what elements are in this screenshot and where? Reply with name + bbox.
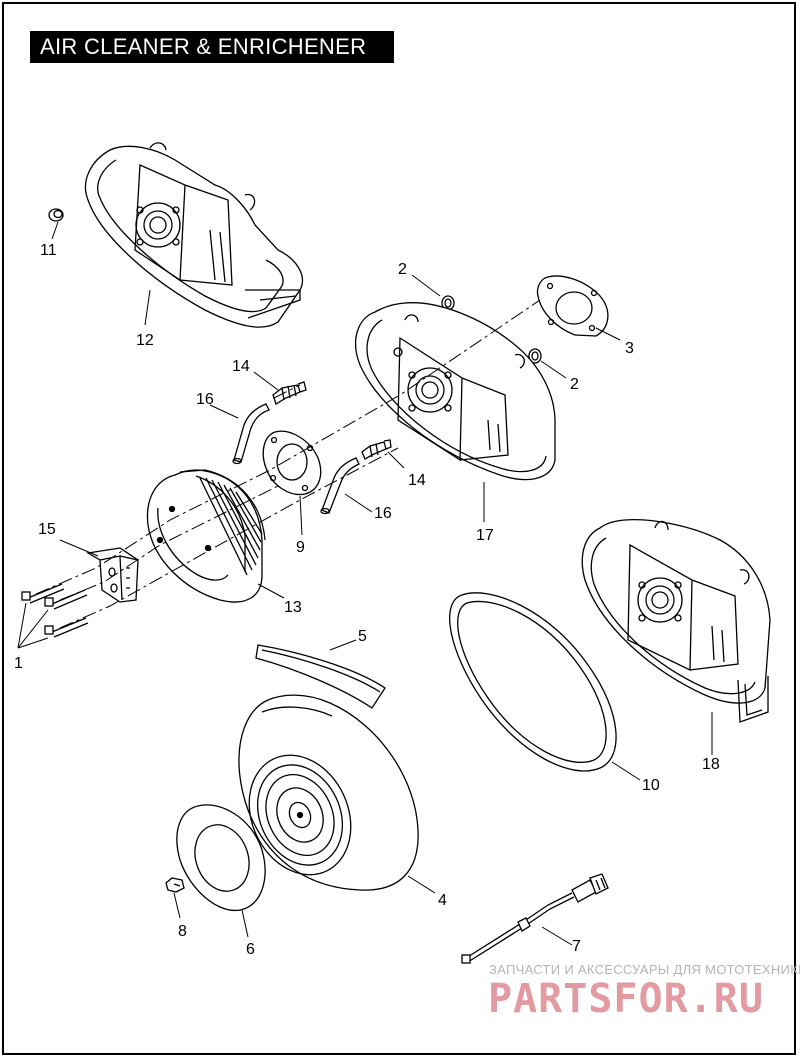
callout-labels: 11 12 2 3 2 14 16 14 16 17 9 15 13 1 5 1… <box>14 242 720 958</box>
callout-17: 17 <box>476 527 494 544</box>
part-13-filter-element <box>146 469 266 603</box>
part-4-cover <box>238 694 419 891</box>
watermark-tagline: ЗАПЧАСТИ И АКСЕССУАРЫ ДЛЯ МОТОТЕХНИКИ <box>489 962 800 977</box>
callout-2-upper: 2 <box>398 261 407 278</box>
callout-12: 12 <box>136 332 154 349</box>
part-10-seal <box>449 592 617 772</box>
part-14-fitting-upper <box>272 381 307 405</box>
part-11-plug <box>48 208 64 222</box>
part-5-trim <box>255 644 386 709</box>
callout-7: 7 <box>572 938 581 955</box>
part-1-screws <box>21 583 89 638</box>
callout-11: 11 <box>40 242 57 259</box>
callout-10: 10 <box>642 777 660 794</box>
callout-15: 15 <box>38 521 56 538</box>
page-title: AIR CLEANER & ENRICHENER <box>30 31 394 63</box>
assembly-axis-lines <box>35 299 541 629</box>
callout-14-lower: 14 <box>408 472 426 489</box>
part-14-fitting-lower <box>361 439 392 460</box>
part-15-bracket <box>86 547 139 603</box>
watermark-brand: PARTSFOR.RU <box>488 976 764 1022</box>
part-7-enrichener-cable <box>461 873 609 964</box>
part-2-oring-lower <box>528 348 542 364</box>
part-17-backplate <box>355 302 556 481</box>
part-12-backplate <box>84 142 303 328</box>
callout-9: 9 <box>296 539 305 556</box>
part-9-gasket <box>262 430 322 496</box>
part-18-backplate <box>581 519 771 723</box>
leader-lines <box>17 221 713 946</box>
part-3-gasket <box>536 275 609 337</box>
callout-13: 13 <box>284 599 302 616</box>
callout-14-upper: 14 <box>232 358 250 375</box>
callout-1: 1 <box>14 655 23 672</box>
part-16-hose-upper <box>232 403 270 465</box>
callout-2-lower: 2 <box>570 376 579 393</box>
callout-8: 8 <box>178 923 187 940</box>
callout-16-lower: 16 <box>374 505 392 522</box>
part-8-screw <box>165 877 185 893</box>
callout-6: 6 <box>246 941 255 958</box>
callout-4: 4 <box>438 892 447 909</box>
callout-16-upper: 16 <box>196 391 214 408</box>
part-6-insert <box>176 804 266 912</box>
part-16-hose-lower <box>320 457 360 515</box>
callout-5: 5 <box>358 628 367 645</box>
callout-3: 3 <box>625 340 634 357</box>
callout-18: 18 <box>702 756 720 773</box>
